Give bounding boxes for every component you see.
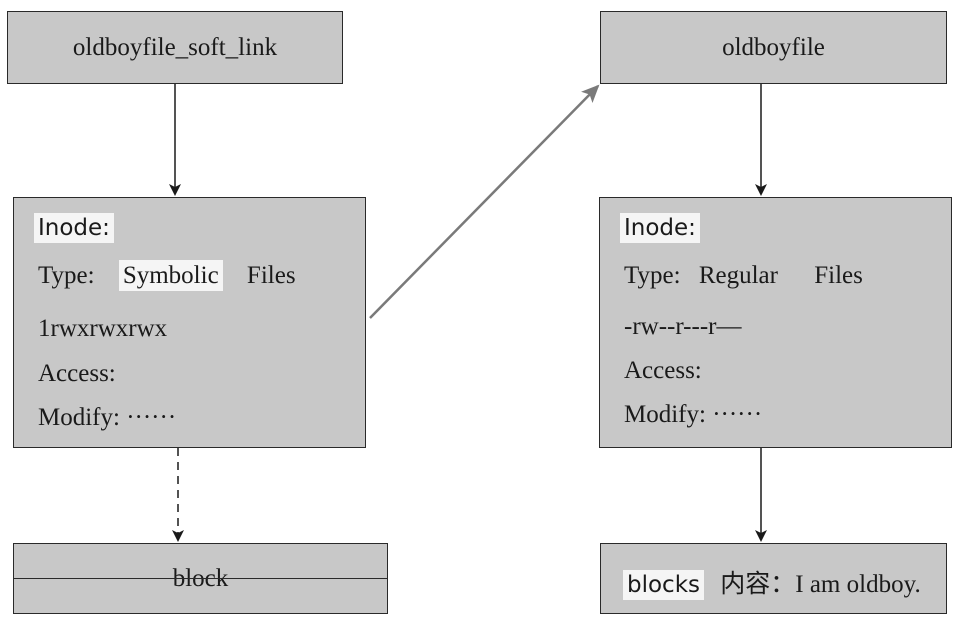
target-permissions: -rw--r---r— — [624, 313, 742, 340]
soft-link-type-row: Type: Symbolic Files — [38, 260, 296, 291]
soft-link-file-box: oldboyfile_soft_link — [7, 11, 343, 84]
target-blocks-content: 内容：I am oldboy. — [720, 571, 921, 598]
target-type-suffix: Files — [814, 262, 863, 289]
target-inode-box: Inode: Type: Regular Files -rw--r---r— A… — [599, 197, 952, 448]
soft-link-access: Access: — [38, 360, 116, 387]
target-access: Access: — [624, 357, 702, 384]
soft-link-inode-heading-row: Inode: — [34, 213, 114, 243]
target-blocks-row: blocks 内容：I am oldboy. — [623, 564, 921, 600]
target-file-box: oldboyfile — [600, 11, 947, 84]
soft-link-modify: Modify: ······ — [38, 404, 177, 431]
soft-link-inode-box: Inode: Type: Symbolic Files 1rwxrwxrwx A… — [13, 197, 366, 448]
soft-link-type-value: Symbolic — [118, 260, 223, 291]
target-blocks-box: blocks 内容：I am oldboy. — [600, 543, 947, 614]
target-type-value: Regular — [698, 262, 778, 289]
soft-link-type-prefix: Type: — [38, 262, 95, 289]
soft-link-inode-heading: Inode: — [34, 213, 114, 243]
target-modify: Modify: ······ — [624, 401, 763, 428]
target-inode-heading-row: Inode: — [620, 213, 700, 243]
soft-link-block-box: block — [13, 543, 388, 614]
soft-link-permissions: 1rwxrwxrwx — [38, 315, 168, 342]
target-type-row: Type: Regular Files — [624, 262, 863, 290]
soft-link-file-name: oldboyfile_soft_link — [72, 33, 278, 61]
target-type-prefix: Type: — [624, 262, 681, 289]
block-divider-line — [14, 578, 387, 579]
arrow-softlink-inode-to-target-file — [369, 84, 600, 319]
soft-link-type-suffix: Files — [246, 262, 296, 289]
target-file-name: oldboyfile — [722, 33, 825, 61]
target-inode-heading: Inode: — [620, 213, 700, 243]
target-blocks-label: blocks — [623, 570, 705, 600]
